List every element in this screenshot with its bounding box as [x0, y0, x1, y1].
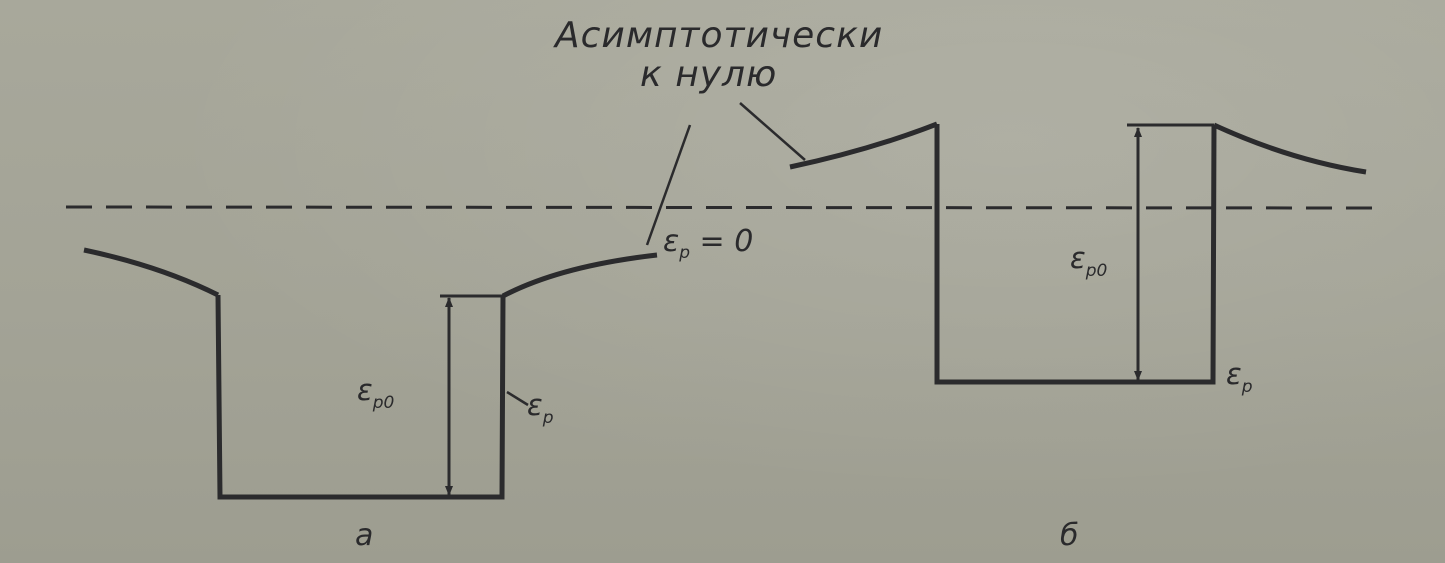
- zero-line-label-rest: = 0: [690, 224, 753, 259]
- panel-b-left-curve: [789, 121, 938, 170]
- panel-b-curve-symbol: ε: [1226, 357, 1242, 391]
- panel-a-curve-symbol: ε: [527, 388, 543, 422]
- panel-b-curve-label: εp: [1226, 357, 1253, 397]
- panel-a-caption: а: [355, 518, 373, 553]
- panel-b-right-decay-curve: [1212, 122, 1367, 175]
- panel-b-pulse-outline: [934, 124, 1217, 385]
- panel-b-amplitude-label: εp0: [1070, 241, 1107, 281]
- panel-a-amplitude-symbol: ε: [357, 373, 373, 407]
- panel-a-curve-leader-line: [506, 390, 529, 407]
- zero-line-label: εp = 0: [663, 224, 753, 263]
- annotation-line-2: к нулю: [640, 54, 777, 95]
- panel-a-curve-subscript: p: [542, 408, 554, 428]
- annotation-leader-to-panel-a: [645, 124, 692, 246]
- annotation-line-1: Асимптотически: [553, 15, 883, 56]
- panel-a-pulse-outline: [215, 294, 506, 500]
- panel-b-amplitude-symbol: ε: [1070, 241, 1086, 275]
- panel-a-amplitude-label: εp0: [357, 373, 394, 413]
- panel-a-amplitude-subscript: p0: [372, 393, 395, 413]
- zero-line-label-subscript: p: [678, 243, 690, 263]
- panel-b-curve-subscript: p: [1241, 377, 1253, 397]
- panel-a-left-decay-curve: [83, 247, 220, 298]
- panel-b-caption: б: [1060, 518, 1079, 553]
- panel-b-amplitude-subscript: p0: [1085, 261, 1108, 281]
- panel-a-recovery-curve: [501, 252, 658, 299]
- annotation-leader-to-panel-b: [739, 102, 806, 161]
- zero-line-label-symbol: ε: [663, 224, 679, 259]
- panel-a-curve-label: εp: [527, 388, 554, 428]
- zero-baseline: [65, 205, 1373, 210]
